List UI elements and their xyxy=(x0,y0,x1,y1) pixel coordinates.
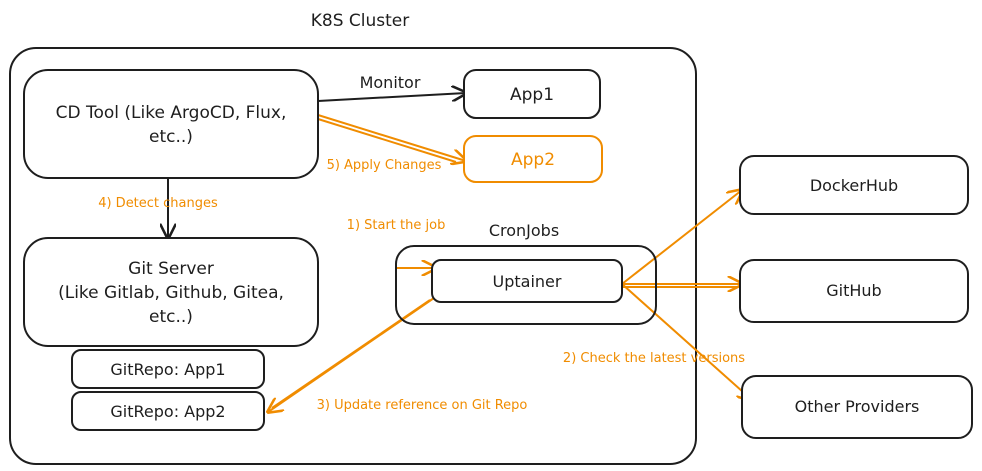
edge-monitor xyxy=(317,93,466,102)
node-git-server: Git Server (Like Gitlab, Github, Gitea, … xyxy=(23,237,319,347)
edge-check-other xyxy=(621,283,752,400)
cluster-title: K8S Cluster xyxy=(311,11,410,31)
gitrepo-app1-label: GitRepo: App1 xyxy=(110,360,225,379)
git-server-line-3: etc..) xyxy=(149,307,193,327)
cronjobs-label: CronJobs xyxy=(489,221,559,240)
node-cronjobs xyxy=(395,245,657,325)
edge-label-detect-changes: 4) Detect changes xyxy=(98,196,218,211)
edge-label-monitor: Monitor xyxy=(360,73,421,92)
edge-apply-changes xyxy=(317,114,466,161)
git-server-line-1: Git Server xyxy=(128,259,214,279)
node-github: GitHub xyxy=(739,259,969,323)
edge-check-dockerhub xyxy=(621,190,742,285)
app1-label: App1 xyxy=(510,85,554,105)
node-cd-tool: CD Tool (Like ArgoCD, Flux, etc..) xyxy=(23,69,319,179)
edge-label-update-reference: 3) Update reference on Git Repo xyxy=(317,398,528,413)
node-other-providers: Other Providers xyxy=(741,375,973,439)
node-gitrepo-app2: GitRepo: App2 xyxy=(71,391,265,431)
cd-tool-line-2: etc..) xyxy=(149,127,193,147)
edge-apply-changes-sketch xyxy=(317,118,457,163)
github-label: GitHub xyxy=(826,281,881,300)
edge-label-apply-changes: 5) Apply Changes xyxy=(327,158,442,173)
edge-label-check-versions: 2) Check the latest versions xyxy=(563,351,745,366)
node-uptainer: Uptainer xyxy=(431,259,623,303)
edge-label-start-job: 1) Start the job xyxy=(347,218,446,233)
app2-label: App2 xyxy=(511,150,555,170)
git-server-line-2: (Like Gitlab, Github, Gitea, xyxy=(58,283,284,303)
node-dockerhub: DockerHub xyxy=(739,155,969,215)
node-gitrepo-app1: GitRepo: App1 xyxy=(71,349,265,389)
node-app2: App2 xyxy=(463,135,603,183)
dockerhub-label: DockerHub xyxy=(810,176,898,195)
node-app1: App1 xyxy=(463,69,601,119)
uptainer-label: Uptainer xyxy=(493,272,562,291)
gitrepo-app2-label: GitRepo: App2 xyxy=(110,402,225,421)
edge-update-reference-sketch xyxy=(271,299,431,409)
cd-tool-line-1: CD Tool (Like ArgoCD, Flux, xyxy=(56,103,287,123)
other-providers-label: Other Providers xyxy=(795,397,920,416)
